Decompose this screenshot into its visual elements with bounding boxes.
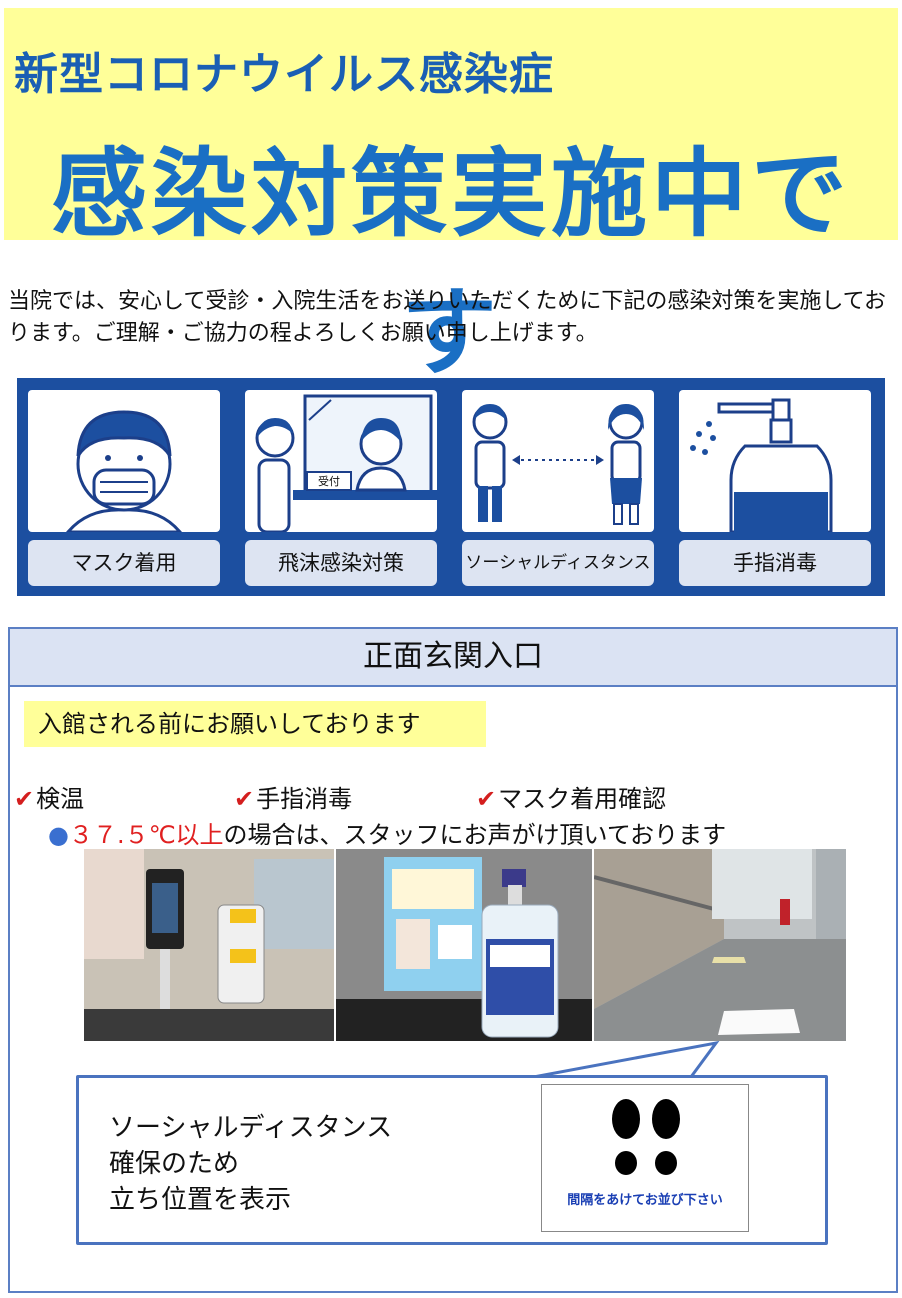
bullet-icon: ● xyxy=(48,821,69,849)
measures-panel: マスク着用 受付 飛沫感染対策 xyxy=(17,378,885,596)
photo-strip xyxy=(84,849,846,1041)
intro-text: 当院では、安心して受診・入院生活をお送りいただくために下記の感染対策を実施してお… xyxy=(8,289,887,346)
measure-card-distance: ソーシャルディスタンス xyxy=(462,390,654,590)
footprints-icon xyxy=(612,1099,680,1175)
measure-label: ソーシャルディスタンス xyxy=(462,540,654,586)
corridor-floor-markers-photo xyxy=(594,849,846,1041)
entrance-section: 正面玄関入口 入館される前にお願いしております ✔検温 ✔手指消毒 ✔マスク着用… xyxy=(8,627,898,1293)
floor-sign-text: 間隔をあけてお並び下さい xyxy=(567,1193,723,1208)
distance-callout: ソーシャルディスタンス 確保のため 立ち位置を表示 間隔をあけてお並び下さい xyxy=(76,1075,828,1245)
checkmark-icon: ✔ xyxy=(234,785,255,813)
measure-label: マスク着用 xyxy=(28,540,220,586)
subtitle: 新型コロナウイルス感染症 xyxy=(14,49,554,100)
check-item: ✔マスク着用確認 xyxy=(476,785,667,813)
temperature-note: ●３７.５℃以上の場合は、スタッフにお声がけ頂いております xyxy=(48,821,727,849)
measure-card-mask: マスク着用 xyxy=(28,390,220,590)
measure-card-sanitizer: 手指消毒 xyxy=(679,390,871,590)
measure-label: 飛沫感染対策 xyxy=(245,540,437,586)
measure-label: 手指消毒 xyxy=(679,540,871,586)
main-title: 感染対策実施中です xyxy=(51,138,851,389)
checkmark-icon: ✔ xyxy=(14,785,35,813)
check-item: ✔検温 xyxy=(14,785,85,813)
callout-text: ソーシャルディスタンス 確保のため 立ち位置を表示 xyxy=(109,1113,393,1215)
desk-sign: 受付 xyxy=(318,475,340,488)
entrance-heading: 正面玄関入口 xyxy=(10,629,896,687)
floor-sign: 間隔をあけてお並び下さい xyxy=(541,1084,749,1232)
sanitizer-bottle-icon xyxy=(679,390,871,532)
hand-sanitizer-photo xyxy=(336,849,592,1041)
reception-partition-icon: 受付 xyxy=(245,390,437,532)
title-banner: 新型コロナウイルス感染症 感染対策実施中です xyxy=(4,8,898,389)
check-item: ✔手指消毒 xyxy=(234,785,353,813)
mask-person-icon xyxy=(28,390,220,532)
callout-pointer xyxy=(511,1040,720,1083)
distance-people-icon xyxy=(462,390,654,532)
checkmark-icon: ✔ xyxy=(476,785,497,813)
thermometer-station-photo xyxy=(84,849,334,1041)
measure-card-partition: 受付 飛沫感染対策 xyxy=(245,390,437,590)
entry-request: 入館される前にお願いしております xyxy=(24,701,486,747)
